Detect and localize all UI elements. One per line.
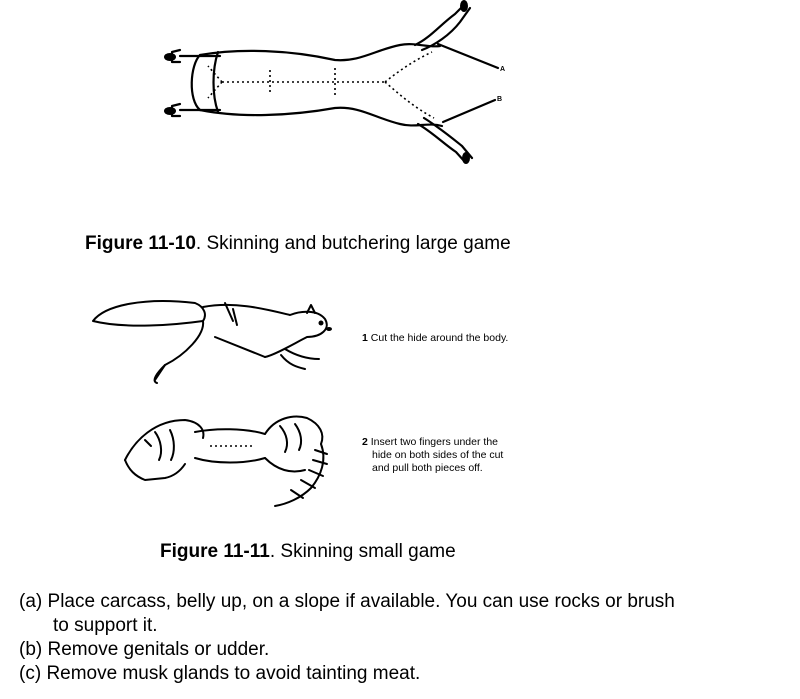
step-1-text: 1 Cut the hide around the body.: [362, 332, 508, 345]
step-1-description: Cut the hide around the body.: [370, 332, 509, 344]
instruction-marker: (c): [19, 663, 42, 684]
instruction-item-c: (c) Remove musk glands to avoid tainting…: [19, 662, 675, 686]
step-2-line-1: Insert two fingers under the: [370, 436, 499, 448]
figure-11-caption: Figure 11-11. Skinning small game: [160, 541, 456, 563]
instruction-text: Remove genitals or udder.: [47, 639, 270, 660]
figure-11-caption-text: . Skinning small game: [269, 541, 456, 562]
figure-10-label-a: A: [500, 66, 506, 73]
hands-pulling-hide-illustration: [124, 415, 328, 507]
instruction-marker: (b): [19, 639, 43, 660]
figure-10-caption: Figure 11-10. Skinning and butchering la…: [85, 233, 511, 255]
instruction-text: Place carcass, belly up, on a slope if a…: [47, 591, 675, 612]
step-2-text: 2 Insert two fingers under the hide on b…: [362, 436, 503, 475]
step-2-line-3: and pull both pieces off.: [372, 462, 483, 474]
figure-10-caption-text: . Skinning and butchering large game: [195, 233, 511, 254]
figure-10-number: Figure 11-10: [85, 233, 196, 254]
figure-10-label-b: B: [497, 96, 503, 103]
instruction-marker: (a): [19, 591, 43, 612]
step-1-number: 1: [362, 332, 368, 344]
instruction-text-continued: to support it.: [53, 615, 158, 636]
step-2-line-2: hide on both sides of the cut: [372, 449, 504, 461]
squirrel-cut-illustration: [92, 300, 332, 384]
figure-11-number: Figure 11-11: [160, 541, 270, 562]
instruction-item-b: (b) Remove genitals or udder.: [19, 638, 675, 662]
instruction-text: Remove musk glands to avoid tainting mea…: [46, 663, 421, 684]
step-2-number: 2: [362, 436, 368, 448]
large-game-carcass-illustration: [164, 0, 500, 164]
instruction-list: (a) Place carcass, belly up, on a slope …: [19, 590, 675, 686]
instruction-item-a: (a) Place carcass, belly up, on a slope …: [19, 590, 675, 638]
